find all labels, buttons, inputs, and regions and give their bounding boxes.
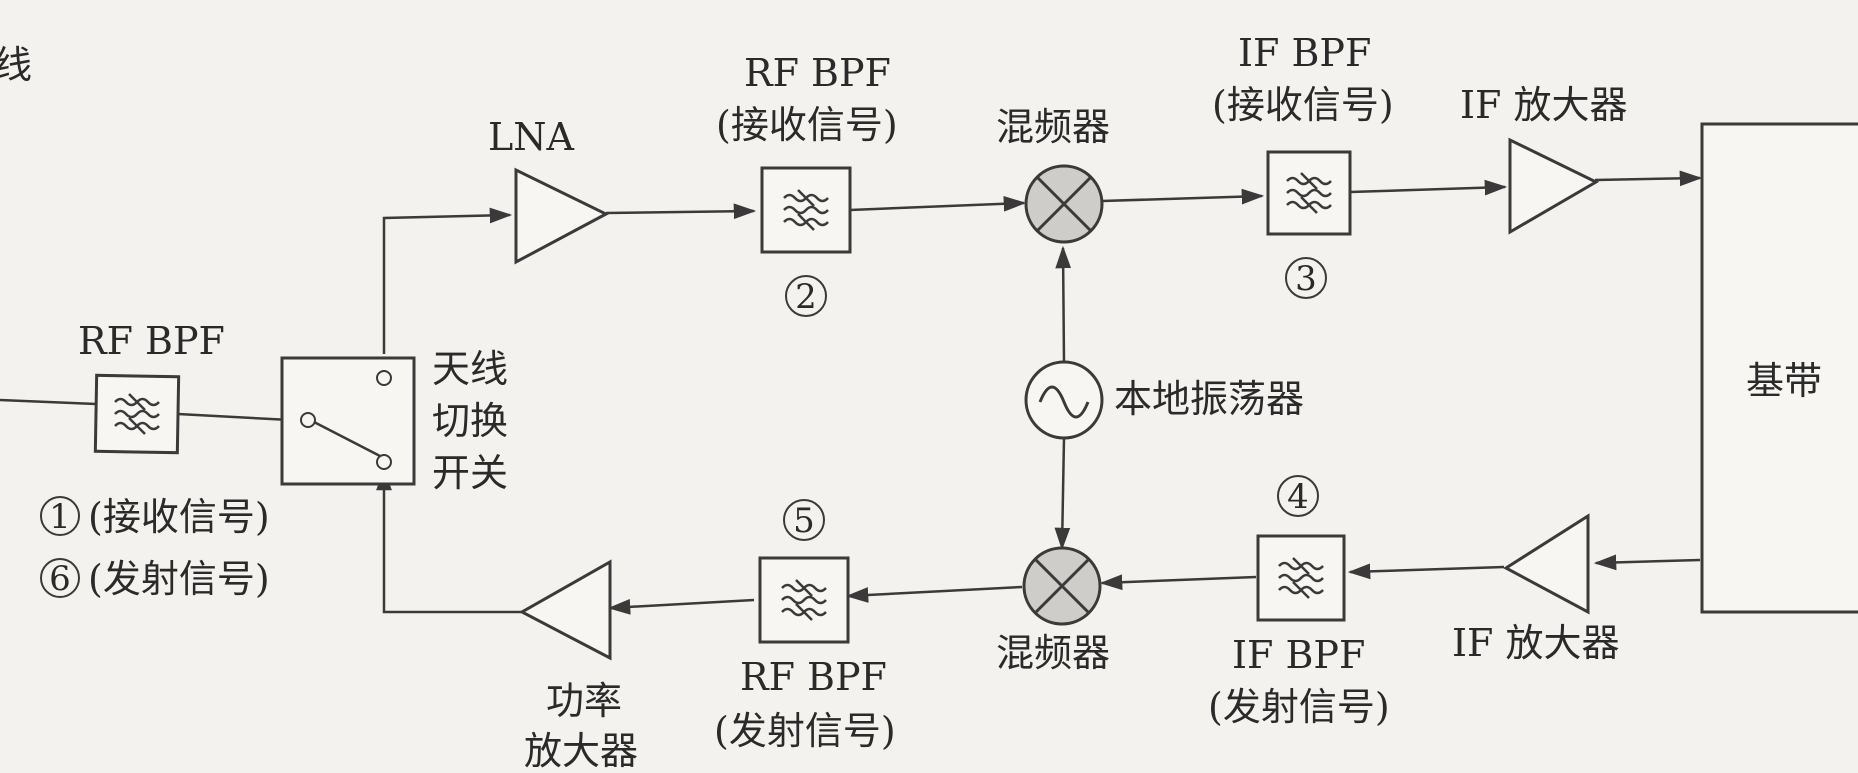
svg-text:1: 1 [49, 497, 71, 537]
if-amplifier-transmit-label: IF 放大器 [1452, 621, 1619, 665]
svg-text:3: 3 [1295, 259, 1317, 299]
switch-label-3: 开关 [432, 451, 508, 495]
switch-label-1: 天线 [432, 347, 508, 391]
wire-baseband-to-ifamp-tx [1593, 554, 1701, 571]
rf-bpf-antenna-label: RF BPF [78, 319, 225, 363]
wire-ifamp-to-ifbpf-tx [1347, 563, 1505, 580]
marker-2: 2 [785, 275, 827, 317]
power-amplifier-label-2: 放大器 [524, 729, 638, 773]
wire-pa-to-switch [376, 467, 522, 614]
marker-3: 3 [1285, 257, 1327, 299]
svg-text:2: 2 [795, 277, 817, 317]
wire-lo-to-mixer-tx [1054, 437, 1071, 551]
lna-label: LNA [488, 115, 574, 159]
wire-ifbpf-to-mixer-tx [1099, 574, 1257, 591]
if-bpf-receive [1266, 150, 1352, 236]
legend-transmit-label: (发射信号) [88, 557, 270, 601]
power-amplifier-label-1: 功率 [546, 679, 622, 723]
if-amplifier-transmit [1503, 513, 1590, 615]
mixer-transmit-label: 混频器 [996, 631, 1110, 675]
baseband-label: 基带 [1746, 359, 1822, 403]
wire-mixer-to-rfbpf-tx [845, 585, 1023, 603]
if-bpf-receive-label-1: IF BPF [1238, 31, 1371, 75]
legend-receive-label: (接收信号) [88, 495, 270, 539]
local-oscillator-label: 本地振荡器 [1114, 377, 1304, 421]
if-bpf-transmit-label-2: (发射信号) [1208, 685, 1390, 729]
rf-bpf-antenna [93, 373, 181, 455]
marker-4: 4 [1277, 475, 1319, 517]
svg-text:6: 6 [49, 559, 71, 599]
antenna-partial-label: 线 [0, 43, 32, 87]
rf-bpf-receive-label-1: RF BPF [744, 51, 891, 95]
wire-antenna-in [0, 398, 97, 406]
mixer-receive-label: 混频器 [996, 105, 1110, 149]
wire-ifamp-to-baseband [1594, 170, 1703, 187]
lna-amplifier [514, 167, 610, 265]
marker-5: 5 [783, 499, 825, 541]
rf-bpf-transmit [758, 556, 850, 644]
mixer-receive [1024, 164, 1104, 244]
marker-6: 6 [40, 558, 80, 599]
power-amplifier [518, 559, 612, 661]
baseband-block [1700, 122, 1858, 614]
antenna-switch [280, 356, 416, 486]
if-amplifier-receive [1508, 137, 1600, 235]
if-bpf-transmit-label-1: IF BPF [1232, 633, 1365, 677]
rf-bpf-transmit-label-1: RF BPF [740, 655, 887, 699]
rf-bpf-receive [760, 166, 852, 254]
if-amplifier-receive-label: IF 放大器 [1460, 83, 1627, 127]
wire-lna-to-rfbpf [605, 203, 757, 220]
wire-switch-to-lna [382, 207, 513, 354]
svg-text:4: 4 [1287, 477, 1309, 517]
rf-bpf-receive-label-2: (接收信号) [716, 103, 898, 147]
if-bpf-transmit [1256, 534, 1346, 622]
wire-rfbpf-to-mixer [849, 195, 1027, 212]
if-bpf-receive-label-2: (接收信号) [1212, 83, 1394, 127]
local-oscillator [1024, 360, 1104, 440]
mixer-transmit [1022, 546, 1102, 626]
svg-text:5: 5 [793, 501, 815, 541]
wire-lo-to-mixer-rx [1055, 245, 1072, 363]
switch-label-2: 切换 [432, 399, 508, 443]
wire-ifbpf-to-ifamp [1349, 179, 1508, 196]
wire-bpf-switch [177, 412, 291, 422]
marker-1: 1 [40, 496, 80, 537]
wire-mixer-to-ifbpf [1101, 188, 1265, 205]
wire-rfbpf-to-pa [607, 598, 755, 615]
rf-bpf-transmit-label-2: (发射信号) [714, 709, 896, 753]
